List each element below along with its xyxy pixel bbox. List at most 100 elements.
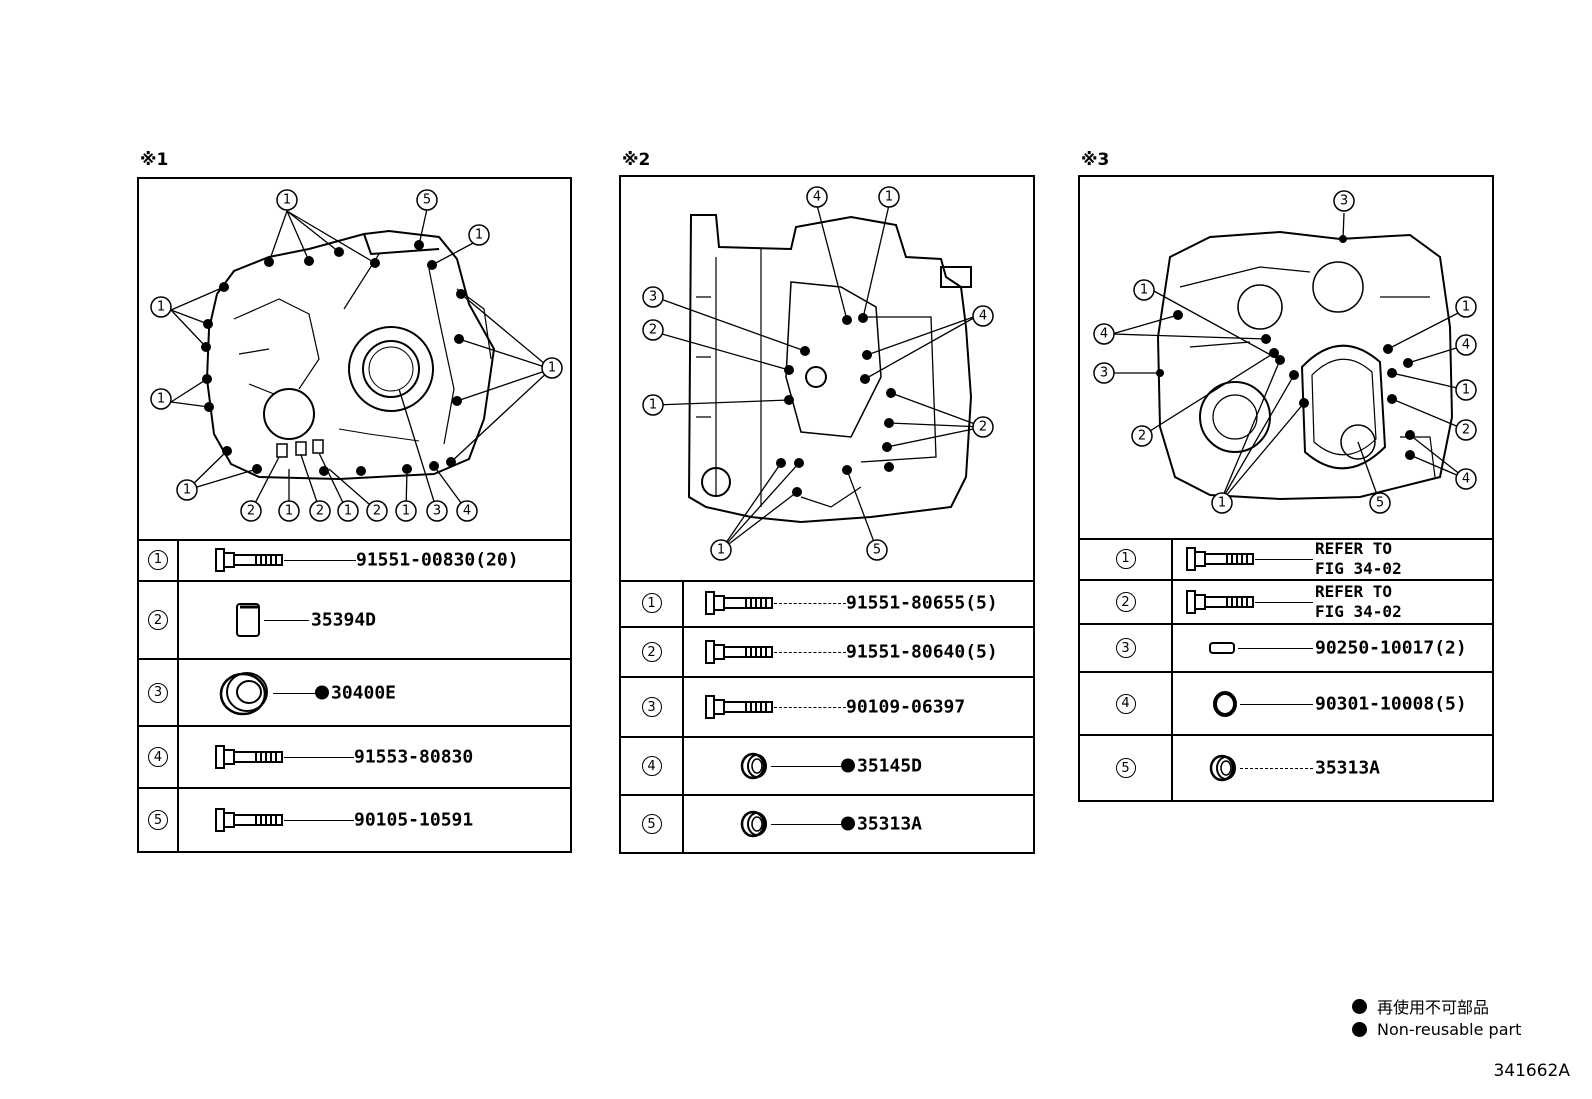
legend-jp: 再使用不可部品 [1352, 994, 1489, 1018]
bolt-icon [215, 547, 283, 572]
callout-number: 5 [1115, 758, 1136, 778]
bolt-icon [1186, 546, 1254, 571]
bolt-icon [1186, 590, 1254, 614]
svg-text:1: 1 [157, 300, 165, 315]
callout-number: 4 [148, 747, 168, 767]
non-reusable-dot [841, 816, 855, 831]
table-row: 3 90250-10017(2) [1080, 625, 1492, 673]
callout-number: 3 [1115, 638, 1136, 658]
callout-number: 3 [641, 697, 662, 717]
svg-text:1: 1 [885, 190, 893, 205]
svg-text:2: 2 [247, 504, 255, 519]
callout-number: 4 [1115, 693, 1136, 714]
panel-1-parts-table: 1 91551-00830(20) 2 35394D 3 30400E 4 91… [139, 539, 570, 851]
table-row: 4 90301-10008(5) [1080, 673, 1492, 736]
svg-text:4: 4 [1462, 472, 1470, 487]
svg-text:1: 1 [285, 504, 293, 519]
svg-text:1: 1 [1218, 496, 1226, 511]
svg-text:4: 4 [1462, 338, 1470, 353]
bushing-icon [740, 752, 767, 780]
svg-text:4: 4 [463, 504, 471, 519]
svg-text:4: 4 [979, 309, 987, 324]
non-reusable-dot [315, 685, 329, 699]
svg-text:2: 2 [979, 420, 987, 435]
figure-id: 341662A [1493, 1061, 1570, 1081]
bolt-icon [215, 808, 283, 832]
svg-text:2: 2 [316, 504, 324, 519]
svg-text:3: 3 [1100, 366, 1108, 381]
svg-text:3: 3 [433, 504, 441, 519]
part-number: 30400E [315, 682, 396, 703]
svg-text:2: 2 [649, 323, 657, 338]
transaxle-side-drawing: 4 1 3 2 1 4 2 1 5 [642, 186, 994, 561]
panel-1-label: ※1 [140, 150, 169, 170]
table-row: 5 90105-10591 [139, 789, 570, 851]
svg-text:1: 1 [548, 361, 556, 376]
plug-icon [236, 603, 260, 637]
svg-text:1: 1 [283, 193, 291, 208]
panel-2: 4 1 3 2 1 4 2 1 5 1 91551-80655(5) 2 91551-806… [619, 175, 1035, 854]
non-reusable-dot [841, 758, 855, 773]
svg-text:1: 1 [183, 483, 191, 498]
svg-text:4: 4 [813, 190, 821, 205]
panel-2-parts-table: 1 91551-80655(5) 2 91551-80640(5) 3 9010… [621, 580, 1033, 852]
part-number: 35313A [841, 814, 922, 835]
bushing-icon [740, 810, 767, 838]
bolt-icon [215, 745, 283, 769]
part-number: 91551-00830(20) [356, 549, 519, 570]
svg-text:5: 5 [423, 193, 431, 208]
callout-number: 4 [641, 756, 662, 776]
callout-number: 2 [1115, 592, 1136, 612]
table-row: 1 91551-00830(20) [139, 539, 570, 582]
svg-text:2: 2 [373, 504, 381, 519]
svg-text:1: 1 [1462, 300, 1470, 315]
part-number: 91553-80830 [354, 746, 474, 768]
callout-number: 2 [148, 610, 168, 630]
table-row: 4 35145D [621, 738, 1033, 796]
callout-number: 1 [148, 549, 168, 570]
table-row: 5 35313A [621, 796, 1033, 852]
part-number: 90109-06397 [846, 696, 966, 718]
table-row: 4 91553-80830 [139, 727, 570, 789]
table-row: 2 91551-80640(5) [621, 628, 1033, 678]
svg-text:3: 3 [649, 290, 657, 305]
part-number: 90105-10591 [354, 809, 474, 831]
callout-number: 2 [641, 642, 662, 662]
table-row: 2 35394D [139, 582, 570, 660]
svg-text:4: 4 [1100, 327, 1108, 342]
panel-3-label: ※3 [1081, 150, 1110, 170]
table-row: 3 30400E [139, 660, 570, 727]
svg-text:1: 1 [717, 543, 725, 558]
panel-2-figure: 4 1 3 2 1 4 2 1 5 [621, 177, 1033, 582]
part-number: 90250-10017(2) [1315, 637, 1467, 659]
svg-text:1: 1 [1462, 383, 1470, 398]
svg-text:5: 5 [873, 543, 881, 558]
svg-text:1: 1 [649, 398, 657, 413]
part-number: 35145D [841, 756, 922, 777]
legend-en: Non-reusable part [1352, 1020, 1521, 1039]
part-number: 90301-10008(5) [1315, 693, 1467, 714]
svg-text:1: 1 [157, 392, 165, 407]
svg-text:1: 1 [1140, 283, 1148, 298]
table-row: 5 35313A [1080, 736, 1492, 800]
non-reusable-dot [1352, 1022, 1367, 1037]
bushing-icon [1209, 754, 1236, 782]
svg-text:5: 5 [1376, 496, 1384, 511]
callout-number: 5 [148, 810, 168, 830]
svg-text:2: 2 [1462, 423, 1470, 438]
panel-2-label: ※2 [622, 150, 651, 170]
part-number: 91551-80655(5) [846, 592, 998, 614]
svg-text:2: 2 [1138, 429, 1146, 444]
part-number: 91551-80640(5) [846, 641, 998, 663]
